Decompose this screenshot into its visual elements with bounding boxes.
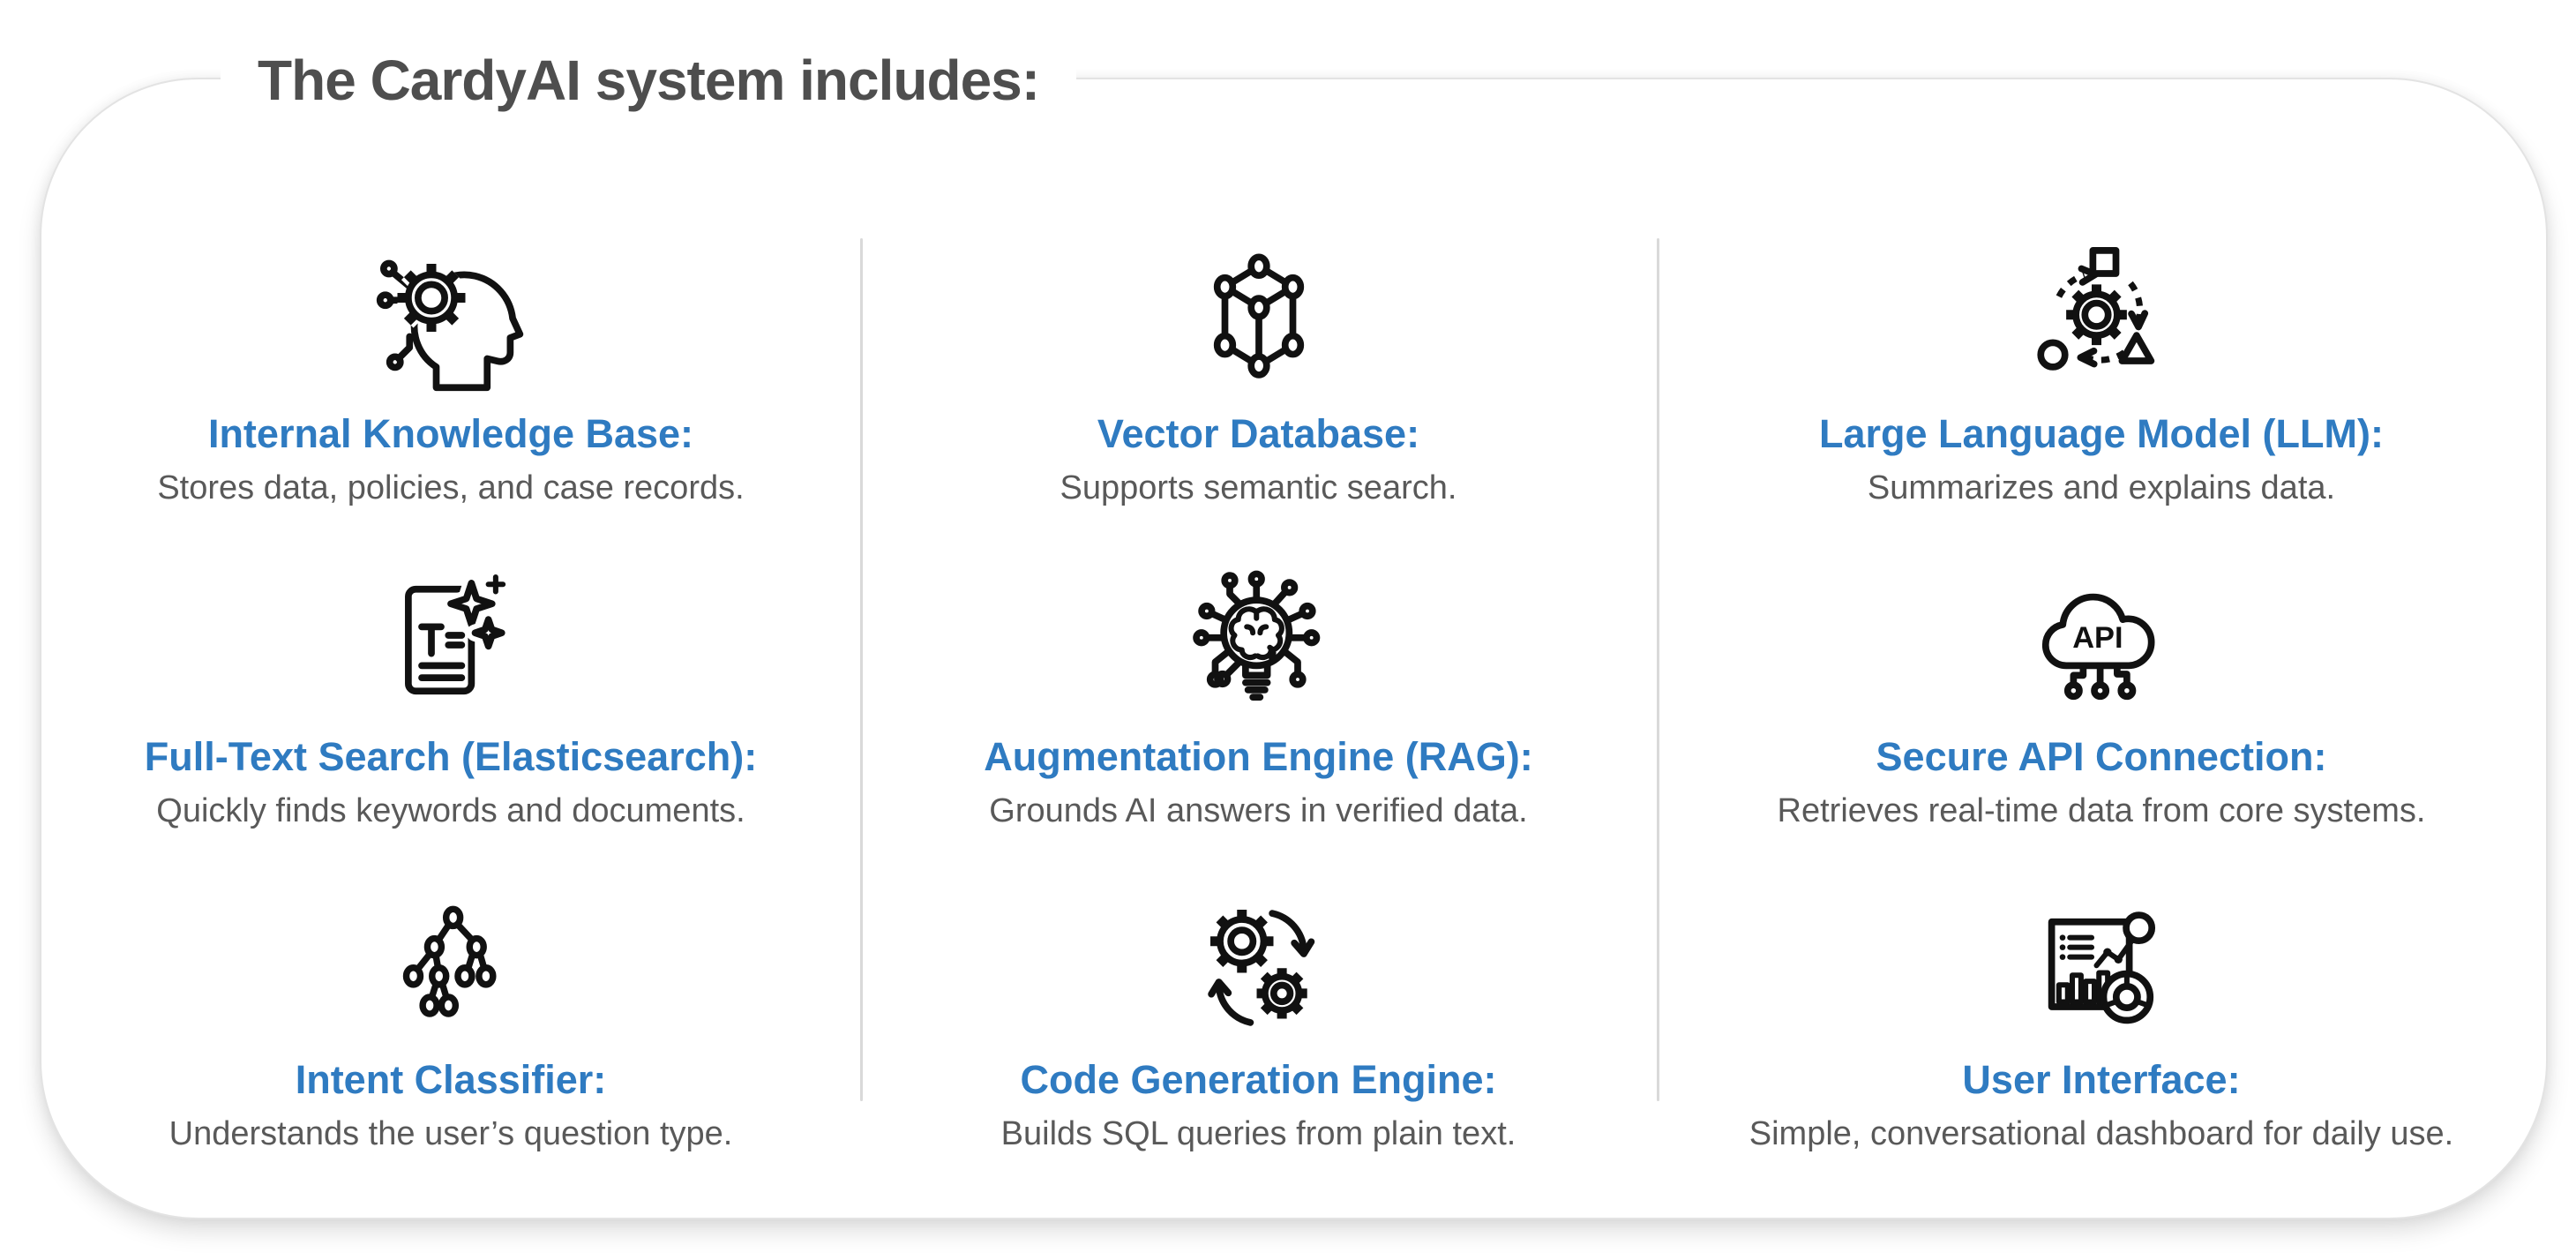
feature-title: Full-Text Search (Elasticsearch): xyxy=(144,734,758,779)
feature-title: Large Language Model (LLM): xyxy=(1819,411,2384,456)
feature-item-full-text-search: Full-Text Search (Elasticsearch): Quickl… xyxy=(41,561,860,884)
feature-description: Quickly finds keywords and documents. xyxy=(156,792,745,829)
feature-title: Code Generation Engine: xyxy=(1020,1057,1497,1102)
feature-title: Internal Knowledge Base: xyxy=(207,411,694,456)
feature-item-internal-knowledge-base: Internal Knowledge Base: Stores data, po… xyxy=(41,238,860,561)
feature-description: Builds SQL queries from plain text. xyxy=(1000,1115,1516,1152)
document-sparkles-icon xyxy=(373,561,528,729)
gear-cycle-shapes-icon xyxy=(2024,238,2179,406)
feature-item-code-generation: Code Generation Engine: Builds SQL queri… xyxy=(860,884,1657,1207)
dashboard-charts-icon xyxy=(2024,884,2179,1052)
feature-description: Supports semantic search. xyxy=(1060,469,1457,506)
cube-network-icon xyxy=(1181,238,1337,406)
feature-description: Stores data, policies, and case records. xyxy=(157,469,745,506)
feature-title: Augmentation Engine (RAG): xyxy=(984,734,1533,779)
feature-description: Grounds AI answers in verified data. xyxy=(989,792,1528,829)
column-divider xyxy=(1657,238,1659,1101)
svg-text:API: API xyxy=(2072,621,2123,655)
feature-item-user-interface: User Interface: Simple, conversational d… xyxy=(1657,884,2546,1207)
page-title: The CardyAI system includes: xyxy=(221,48,1077,113)
feature-title: User Interface: xyxy=(1962,1057,2241,1102)
bulb-brain-circuit-icon xyxy=(1181,561,1337,729)
feature-title: Intent Classifier: xyxy=(295,1057,607,1102)
column-divider xyxy=(860,238,863,1101)
decision-tree-icon xyxy=(376,884,526,1052)
feature-description: Simple, conversational dashboard for dai… xyxy=(1749,1115,2454,1152)
gears-sync-icon xyxy=(1181,884,1337,1052)
feature-description: Summarizes and explains data. xyxy=(1867,469,2336,506)
feature-title: Secure API Connection: xyxy=(1876,734,2327,779)
feature-description: Retrieves real-time data from core syste… xyxy=(1777,792,2426,829)
feature-title: Vector Database: xyxy=(1097,411,1420,456)
feature-item-vector-database: Vector Database: Supports semantic searc… xyxy=(860,238,1657,561)
feature-description: Understands the user’s question type. xyxy=(168,1115,733,1152)
feature-grid: Internal Knowledge Base: Stores data, po… xyxy=(41,79,2546,1218)
feature-item-llm: Large Language Model (LLM): Summarizes a… xyxy=(1657,238,2546,561)
feature-item-secure-api: API Secure API Connection: Retrieves rea… xyxy=(1657,561,2546,884)
api-cloud-icon: API xyxy=(2024,561,2179,729)
feature-item-augmentation-engine: Augmentation Engine (RAG): Grounds AI an… xyxy=(860,561,1657,884)
feature-item-intent-classifier: Intent Classifier: Understands the user’… xyxy=(41,884,860,1207)
content-card: Internal Knowledge Base: Stores data, po… xyxy=(40,78,2548,1219)
head-gear-icon xyxy=(373,238,528,406)
